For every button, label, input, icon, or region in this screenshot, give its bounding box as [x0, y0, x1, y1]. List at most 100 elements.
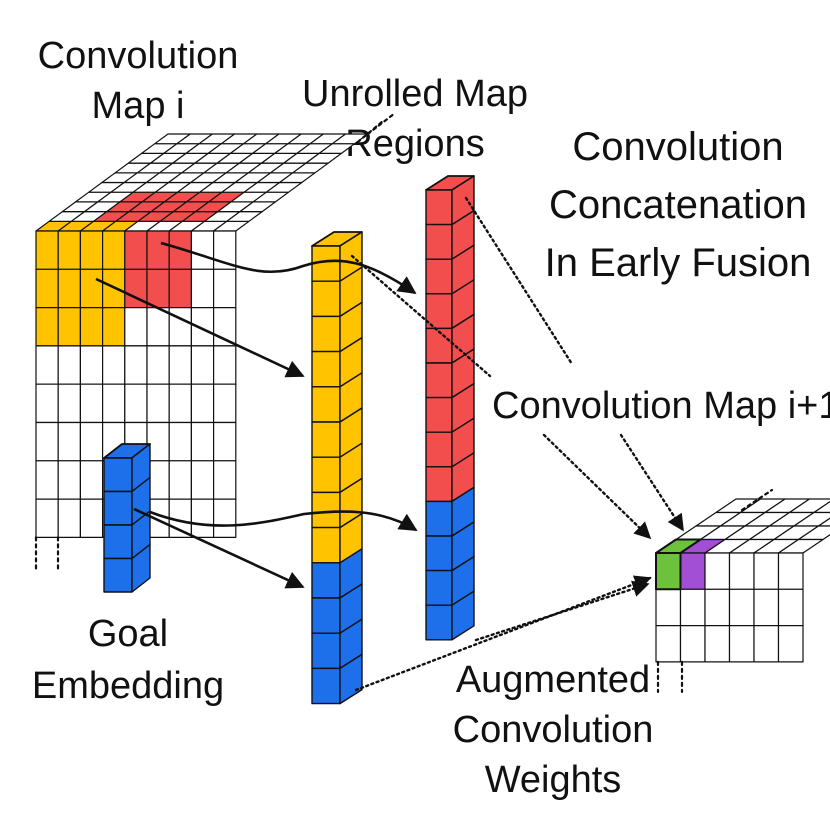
map-i-front-cell — [57, 268, 82, 309]
map-next-front-cell — [777, 552, 804, 590]
dotted-link — [542, 433, 652, 540]
map-i-front-cell — [35, 460, 59, 500]
title-line1: Convolution — [572, 125, 783, 169]
label-unrolled-line2: Regions — [345, 123, 484, 165]
goal-front-cell — [103, 557, 133, 593]
convolution-map-i-grid — [34, 112, 395, 573]
map-i-front-cell — [57, 498, 82, 539]
map-next-dash-extension — [740, 488, 774, 512]
diagram-title: Convolution Concatenation In Early Fusio… — [545, 125, 812, 285]
map-i-front-cell — [57, 345, 82, 385]
map-i-front-cell — [124, 307, 148, 347]
map-i-front-cell — [57, 230, 82, 270]
map-i-front-cell — [79, 421, 104, 462]
concat-front-cell — [311, 456, 341, 494]
map-i-front-cell — [213, 421, 237, 462]
unrolled-front-cell — [425, 327, 453, 364]
dotted-link — [474, 580, 650, 642]
map-i-front-cell — [35, 268, 59, 309]
map-i-front-cell — [213, 383, 237, 424]
label-convolution-map-i-plus-1: Convolution Map i+1 — [492, 385, 830, 427]
map-next-top-cell — [813, 500, 830, 514]
map-i-front-cell — [168, 268, 192, 309]
label-augmented-line2: Convolution — [453, 709, 654, 751]
map-i-front-cell — [146, 230, 170, 270]
title-line3: In Early Fusion — [545, 241, 812, 285]
map-i-front-cell — [190, 460, 215, 500]
map-i-front-cell — [101, 230, 126, 270]
map-next-front-cell — [777, 588, 804, 627]
concat-front-cell — [311, 667, 341, 705]
concat-side-cell — [339, 653, 363, 705]
map-next-front-cell — [753, 552, 780, 590]
unrolled-front-cell — [425, 466, 453, 503]
map-i-front-cell — [190, 383, 215, 424]
dotted-link — [619, 433, 685, 532]
map-i-front-cell — [124, 345, 148, 385]
concat-front-cell — [311, 315, 341, 353]
map-i-front-cell — [101, 383, 126, 424]
label-augmented-line3: Weights — [485, 759, 622, 801]
unrolled-front-cell — [425, 431, 453, 468]
map-i-front-cell — [79, 498, 104, 539]
map-i-front-cell — [35, 307, 59, 347]
map-next-front-cell — [704, 552, 731, 590]
label-augmented-line1: Augmented — [456, 659, 650, 701]
map-next-front-cell — [777, 624, 804, 663]
unrolled-side-cell — [451, 590, 475, 641]
concat-front-cell — [311, 526, 341, 564]
unrolled-front-cell — [425, 500, 453, 537]
map-i-front-cell — [168, 345, 192, 385]
map-i-front-cell — [57, 421, 82, 462]
map-i-front-cell — [213, 345, 237, 385]
concat-front-cell — [311, 280, 341, 318]
map-next-output-cell-green — [655, 552, 682, 591]
map-i-front-cell — [57, 383, 82, 424]
map-i-front-cell — [35, 421, 59, 462]
map-next-front-cell — [679, 588, 706, 627]
label-goal-line2: Embedding — [32, 665, 224, 707]
unrolled-front-cell — [425, 569, 453, 606]
map-next-front-cell — [728, 552, 755, 590]
map-i-front-cell — [168, 460, 192, 500]
concatenated-column — [311, 231, 363, 705]
map-i-front-cell — [168, 307, 192, 347]
dotted-link — [464, 196, 574, 366]
title-line2: Concatenation — [549, 183, 807, 227]
label-convolution-map-i: Convolution Map i — [38, 35, 239, 127]
unrolled-front-cell — [425, 189, 453, 226]
concat-front-cell — [311, 350, 341, 388]
map-i-front-cell — [190, 345, 215, 385]
map-i-front-cell — [35, 230, 59, 270]
unrolled-front-cell — [425, 535, 453, 572]
map-i-front-cell — [124, 383, 148, 424]
map-i-front-cell — [146, 268, 170, 309]
concat-front-cell — [311, 386, 341, 423]
concat-front-cell — [311, 632, 341, 670]
flow-arrow — [133, 507, 305, 589]
map-next-front-cell — [655, 624, 682, 663]
unrolled-column — [425, 175, 475, 641]
map-i-front-cell — [79, 383, 104, 424]
concat-front-cell — [311, 562, 341, 599]
map-i-front-cell — [146, 345, 170, 385]
map-next-output-cell-green-top — [655, 538, 702, 554]
map-i-dash-extension — [356, 120, 383, 144]
map-i-front-cell — [190, 268, 215, 309]
convolution-map-i-plus-1-grid — [655, 488, 830, 694]
dotted-link — [354, 575, 652, 692]
flow-arrow — [160, 241, 417, 295]
map-next-front-cell — [704, 588, 731, 627]
unrolled-front-cell — [425, 396, 453, 433]
map-i-front-cell — [57, 307, 82, 347]
map-i-front-cell — [124, 230, 148, 270]
unrolled-front-cell — [425, 362, 453, 399]
map-i-front-cell — [190, 230, 215, 270]
unrolled-front-cell — [425, 293, 453, 330]
goal-front-cell — [103, 490, 133, 526]
map-i-front-cell — [213, 268, 237, 309]
goal-embedding-column — [103, 443, 151, 593]
map-i-front-cell — [146, 383, 170, 424]
map-i-front-cell — [79, 307, 104, 347]
